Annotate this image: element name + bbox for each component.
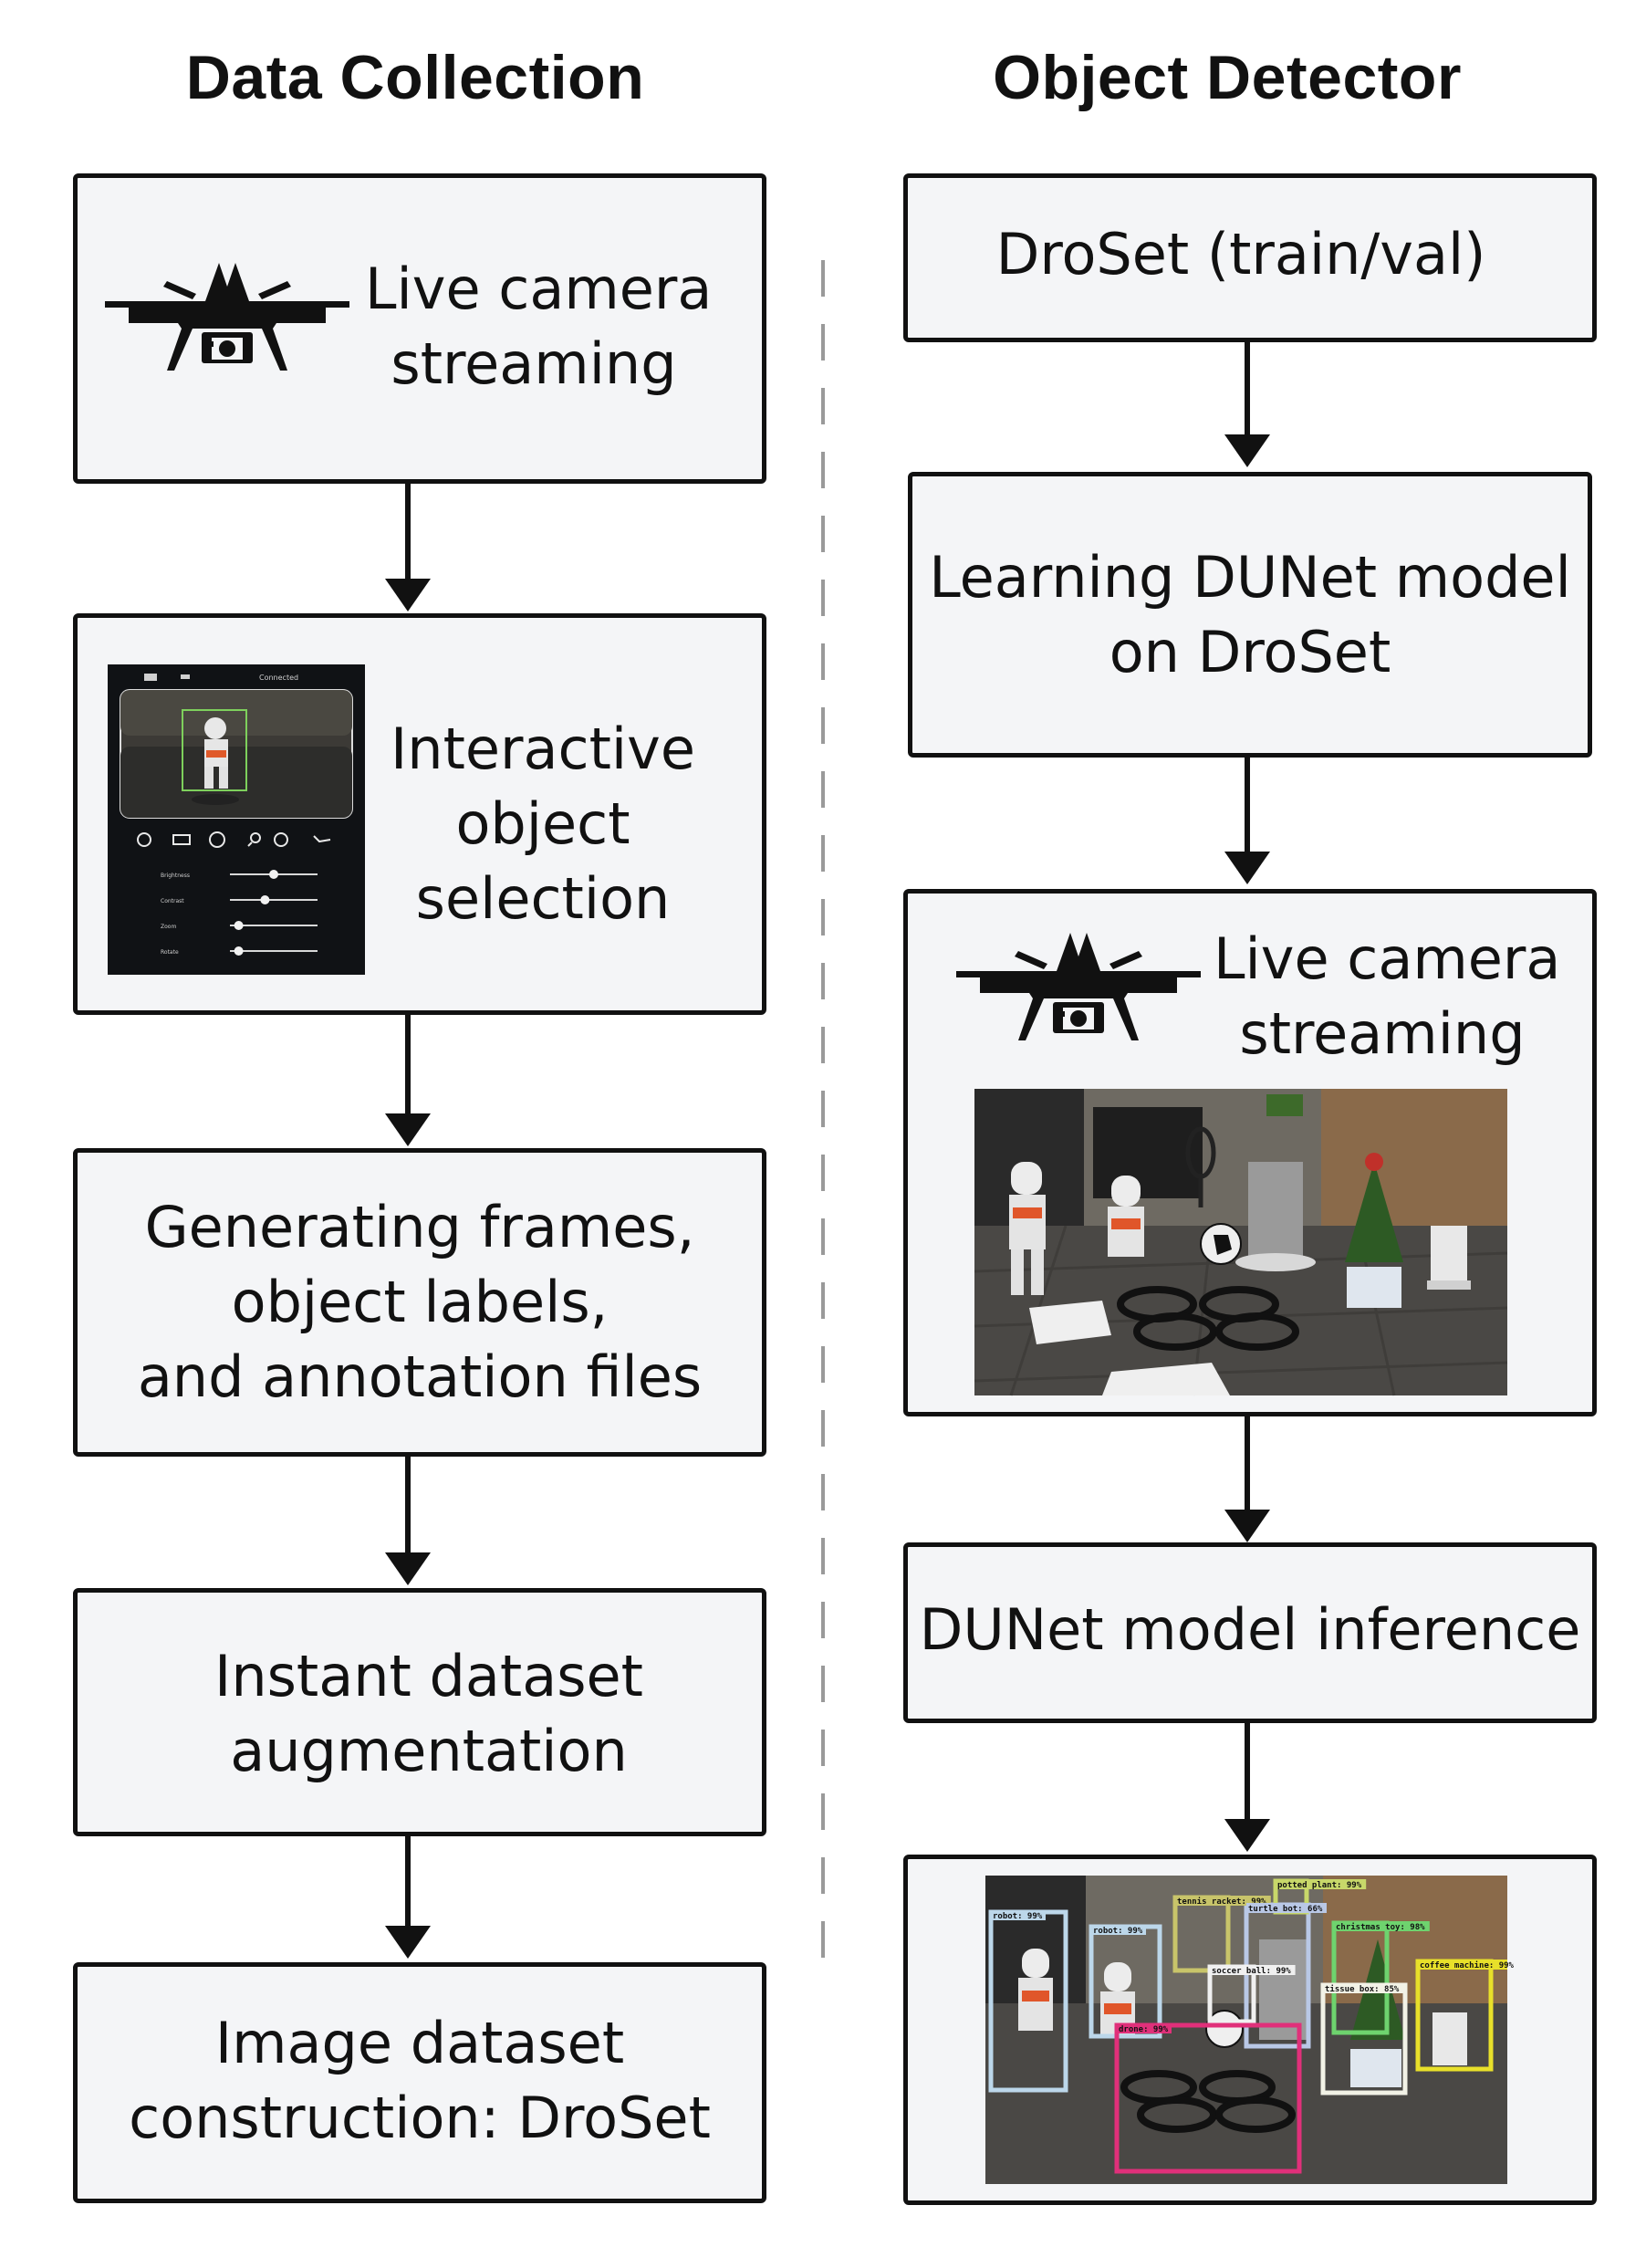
- detection-label-bg: [1418, 1960, 1507, 1970]
- detection-label: tennis racket: 99%: [1177, 1897, 1266, 1907]
- detection-label: robot: 99%: [993, 1912, 1043, 1921]
- detection-label-bg: [1117, 2023, 1172, 2033]
- detection-result-photo: robot: 99% robot: 99% tennis racket: 99%tu…: [985, 1876, 1515, 2184]
- app-screenshot: Connected Brightness Contrast Zoom Rotat…: [108, 664, 365, 975]
- object-detector-title: Object Detector: [993, 43, 1462, 112]
- detection-label: turtle bot: 66%: [1248, 1905, 1323, 1914]
- interactive-selection-label: Interactive object selection: [391, 716, 695, 932]
- detection-label: christmas toy: 98%: [1336, 1922, 1425, 1932]
- dataset-construction-box: [73, 1962, 766, 2203]
- dunet-inference-label: DUNet model inference: [919, 1596, 1581, 1663]
- arrow-right-2: [1224, 758, 1270, 884]
- detection-label: drone: 99%: [1119, 2025, 1169, 2034]
- drone-camera-icon: [105, 263, 349, 371]
- generating-frames-box: [73, 1148, 766, 1457]
- dataset-construction-label: Image dataset construction: DroSet: [129, 2010, 711, 2151]
- slider-label-brightness: Brightness: [161, 873, 190, 879]
- slider-knob: [269, 870, 278, 879]
- learning-dunet-label: Learning DUNet model on DroSet: [929, 544, 1571, 685]
- arrow-left-3: [385, 1457, 431, 1585]
- dataset-augmentation-label: Instant dataset augmentation: [214, 1643, 643, 1784]
- droset-train-val-label: DroSet (train/val): [995, 221, 1486, 287]
- detection-label-bg: [1210, 1965, 1296, 1975]
- detection-box: [1114, 2022, 1302, 2174]
- slider-knob: [234, 921, 244, 930]
- learning-dunet-box: [908, 472, 1592, 758]
- detection-label: robot: 99%: [1093, 1927, 1143, 1936]
- detection-label-bg: [1334, 1921, 1430, 1931]
- detection-label: potted plant: 99%: [1277, 1881, 1362, 1890]
- slider-label-contrast: Contrast: [161, 898, 184, 904]
- droset-train-val-box: [903, 173, 1597, 342]
- detection-label: soccer ball: 99%: [1212, 1967, 1291, 1976]
- scene-photo: [974, 1089, 1508, 1396]
- detection-label-bg: [991, 1910, 1046, 1920]
- data-collection-title: Data Collection: [185, 43, 645, 112]
- detection-label-bg: [1246, 1903, 1327, 1913]
- detection-label-bg: [1091, 1925, 1146, 1935]
- arrow-left-1: [385, 484, 431, 611]
- slider-knob: [234, 946, 244, 956]
- dataset-augmentation-box: [73, 1588, 766, 1836]
- live-camera-label-right: Live camera streaming: [1214, 925, 1561, 1067]
- slider-label-rotate: Rotate: [161, 949, 179, 956]
- arrow-left-4: [385, 1834, 431, 1959]
- connected-status: Connected: [259, 674, 298, 682]
- detection-label-bg: [1175, 1896, 1271, 1906]
- arrow-left-2: [385, 1015, 431, 1146]
- live-camera-label: Live camera streaming: [365, 256, 713, 397]
- arrow-right-4: [1224, 1721, 1270, 1852]
- detection-label: tissue box: 85%: [1325, 1984, 1400, 1994]
- arrow-right-3: [1224, 1413, 1270, 1542]
- dunet-inference-box: [903, 1542, 1597, 1723]
- slider-label-zoom: Zoom: [161, 924, 176, 930]
- arrow-right-1: [1224, 340, 1270, 467]
- detection-label-bg: [1276, 1879, 1367, 1889]
- slider-knob: [260, 895, 270, 904]
- drone-camera-icon: [956, 933, 1201, 1040]
- generating-frames-label: Generating frames, object labels, and an…: [137, 1194, 703, 1410]
- detection-label: coffee machine: 99%: [1420, 1960, 1515, 1970]
- detection-label-bg: [1323, 1983, 1403, 1993]
